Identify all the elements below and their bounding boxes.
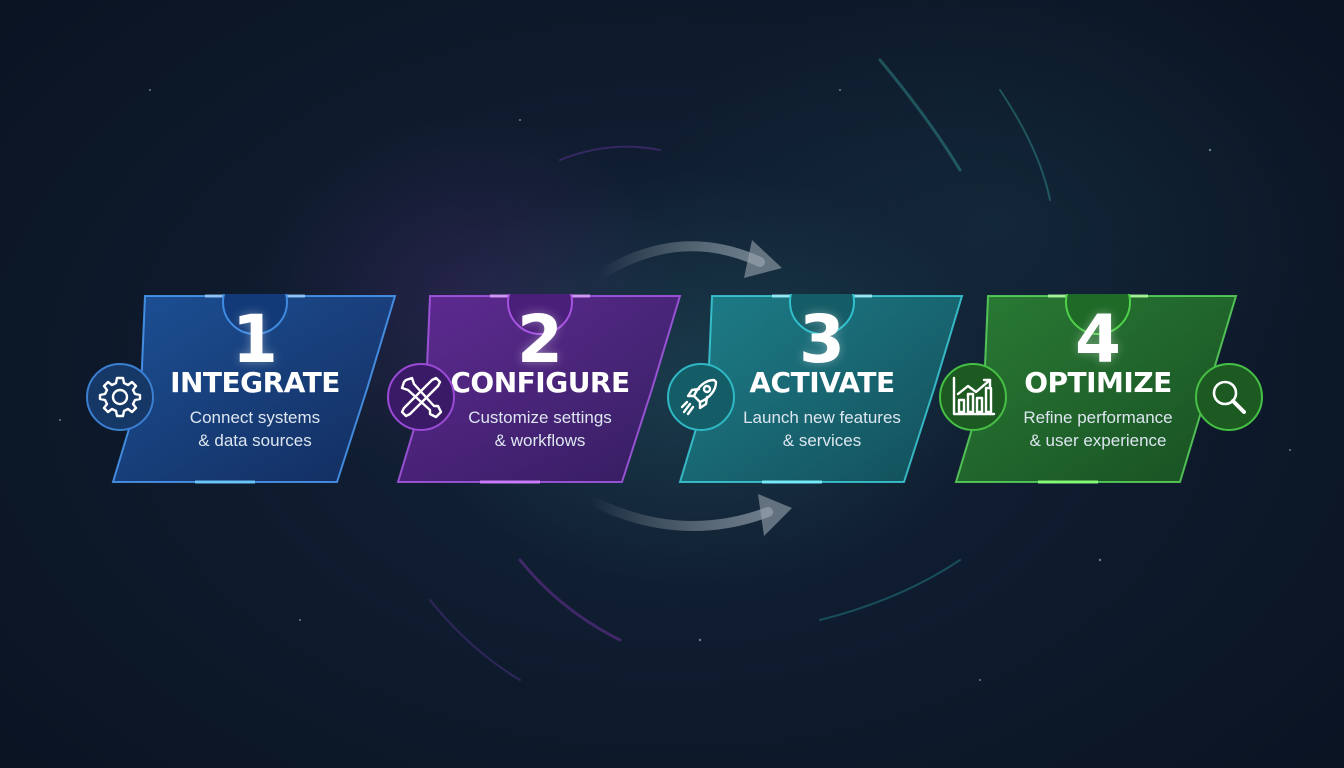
- step-number: 2: [517, 301, 563, 378]
- step-configure: 2 CONFIGURE Customize settings & workflo…: [390, 294, 690, 484]
- step-description: Launch new features & services: [672, 406, 972, 452]
- arrow-head-bottom: [758, 494, 792, 536]
- magnifier-icon: [1194, 362, 1264, 432]
- step-optimize: 4 OPTIMIZE Refine performance & user exp…: [948, 294, 1248, 484]
- step-description-line1: Launch new features: [743, 408, 901, 427]
- step-description-line2: & workflows: [494, 431, 586, 450]
- card-shape: [111, 294, 397, 484]
- gear-icon: [85, 362, 155, 432]
- step-number: 4: [1075, 301, 1121, 378]
- step-number: 3: [799, 301, 845, 378]
- step-description: Customize settings & workflows: [390, 406, 690, 452]
- step-title: ACTIVATE: [749, 366, 895, 399]
- step-description: Connect systems & data sources: [105, 406, 405, 452]
- card-shape: [954, 294, 1238, 484]
- step-number: 1: [232, 301, 278, 378]
- step-title: INTEGRATE: [170, 366, 340, 399]
- rocket-icon: [666, 362, 736, 432]
- tools-icon: [386, 362, 456, 432]
- step-title: OPTIMIZE: [1024, 366, 1172, 399]
- step-description-line1: Refine performance: [1023, 408, 1173, 427]
- step-description-line1: Customize settings: [468, 408, 612, 427]
- step-description-line2: & user experience: [1029, 431, 1167, 450]
- step-description-line2: & data sources: [198, 431, 312, 450]
- arrow-head-top: [744, 240, 782, 278]
- arrow-arc-bottom: [585, 495, 773, 531]
- step-description: Refine performance & user experience: [948, 406, 1248, 452]
- step-description-line1: Connect systems: [189, 408, 321, 427]
- step-activate: 3 ACTIVATE Launch new features & service…: [672, 294, 972, 484]
- chart-icon: [938, 362, 1008, 432]
- step-integrate: 1 INTEGRATE Connect systems & data sourc…: [105, 294, 405, 484]
- step-description-line2: & services: [782, 431, 862, 450]
- step-title: CONFIGURE: [450, 366, 630, 399]
- card-shape: [678, 294, 964, 484]
- arrow-arc-top: [595, 241, 765, 280]
